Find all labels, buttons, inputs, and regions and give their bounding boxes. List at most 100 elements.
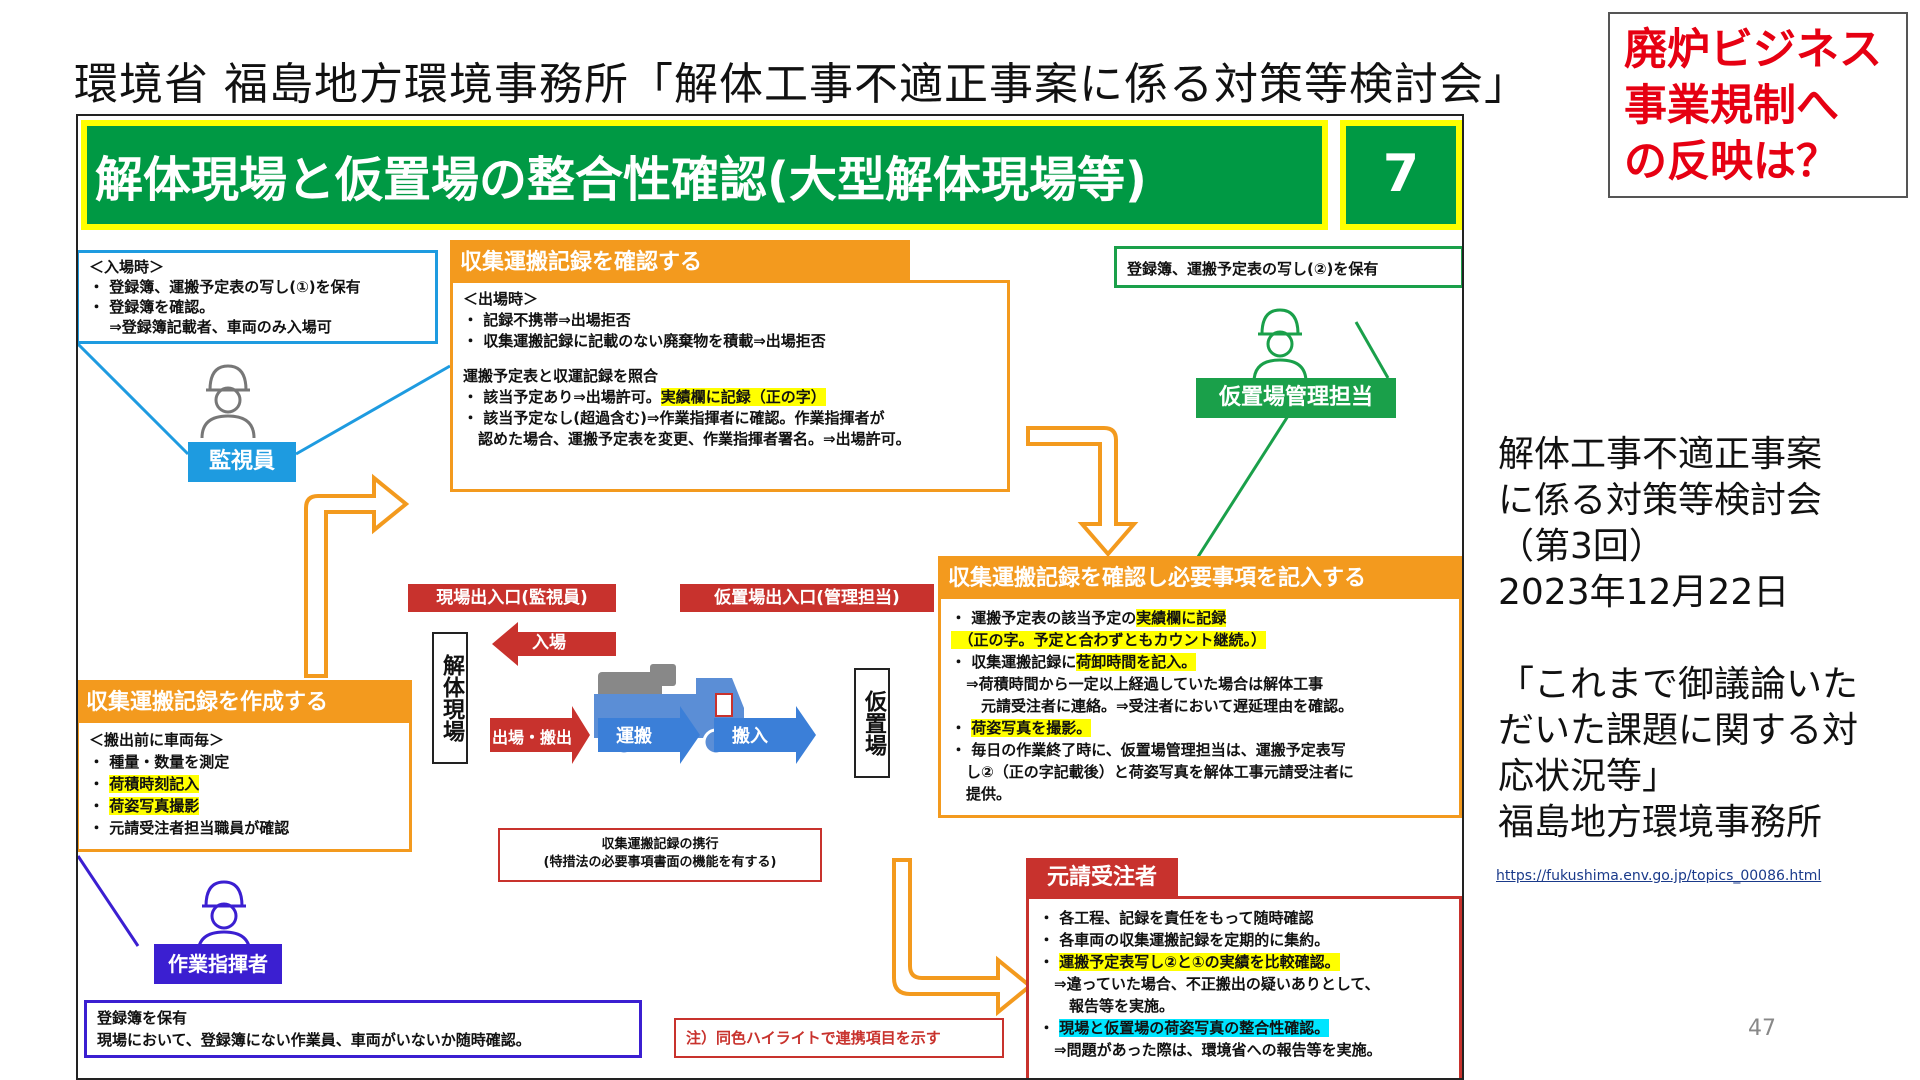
record-input-highlight: （正の字。予定と合わずともカウント継続。） (951, 631, 1267, 649)
flow-connectors (78, 321, 1390, 1017)
collect-confirm-heading: 収集運搬記録を確認する (450, 240, 910, 280)
carry-note-line: (特措法の必要事項書面の機能を有する) (543, 855, 777, 870)
contractor-text: ・ (1039, 1019, 1060, 1037)
collect-confirm-highlight: 実績欄に記録（正の字） (660, 388, 826, 406)
collect-confirm-box: ＜出場時＞ ・ 記録不携帯⇒出場拒否 ・ 収集運搬記録に記載のない廃棄物を積載⇒… (450, 280, 1010, 492)
collect-confirm-line: ・ 該当予定なし(超過含む)⇒作業指揮者に確認。作業指揮者が (463, 409, 885, 427)
gate-temp-label: 仮置場出入口(管理担当) (680, 584, 934, 612)
collect-create-line: ・ 荷姿写真撮影 (89, 795, 399, 817)
temp-site-copy-box: 登録簿、運搬予定表の写し(②)を保有 (1114, 246, 1462, 288)
arrow-transport-label: 運搬 (616, 726, 652, 747)
callout-line: 廃炉ビジネス (1624, 25, 1882, 75)
slide-title: 解体現場と仮置場の整合性確認(大型解体現場等) (81, 120, 1328, 230)
collect-confirm-line: ・ 記録不携帯⇒出場拒否 (463, 311, 631, 329)
notes-line: 福島地方環境事務所 (1498, 802, 1823, 843)
temp-manager-label: 仮置場管理担当 (1196, 378, 1396, 418)
page-number: 47 (1748, 1016, 1776, 1041)
contractor-line: ・ 各車両の収集運搬記録を定期的に集約。 (1039, 931, 1330, 949)
contractor-line: ・ 運搬予定表写し②と①の実績を比較確認。 (1039, 951, 1449, 973)
contractor-line: ・ 現場と仮置場の荷姿写真の整合性確認。 (1039, 1017, 1449, 1039)
meeting-notes: 解体工事不適正事案 に係る対策等検討会 （第3回） 2023年12月22日 「こ… (1498, 432, 1908, 846)
contractor-text: ・ (1039, 953, 1060, 971)
contractor-box: ・ 各工程、記録を責任をもって随時確認 ・ 各車両の収集運搬記録を定期的に集約。… (1026, 896, 1462, 1078)
footnote-box: 注）同色ハイライトで連携項目を示す (674, 1018, 1004, 1058)
slide-number: 7 (1340, 120, 1462, 230)
notes-line: だいた課題に関する対 (1498, 710, 1859, 751)
collect-confirm-line: ・ 収集運搬記録に記載のない廃棄物を積載⇒出場拒否 (463, 332, 826, 350)
record-input-line: し②（正の字記載後）と荷姿写真を解体工事元請受注者に (951, 763, 1354, 781)
collect-create-highlight: 荷積時刻記入 (109, 775, 200, 793)
notes-line: 応状況等」 (1498, 756, 1679, 797)
contractor-heading: 元請受注者 (1026, 858, 1178, 898)
contractor-highlight: 運搬予定表写し②と①の実績を比較確認。 (1059, 953, 1340, 971)
callout-line: 事業規制へ (1624, 81, 1839, 131)
arrow-bring-in-label: 搬入 (732, 726, 768, 747)
entry-rule-line: ＜入場時＞ (89, 258, 165, 276)
collect-create-heading: 収集運搬記録を作成する (78, 680, 412, 720)
collect-confirm-text: ・ 該当予定あり⇒出場許可。 (463, 388, 661, 406)
record-input-line: ・ 荷姿写真を撮影。 (951, 717, 1449, 739)
record-input-line: ・ 毎日の作業終了時に、仮置場管理担当は、運搬予定表写 (951, 741, 1346, 759)
entry-arrow (492, 622, 616, 666)
notes-line: に係る対策等検討会 (1498, 480, 1823, 521)
record-input-text: ・ 収集運搬記録に (951, 653, 1077, 671)
temp-site-label: 仮置場 (854, 668, 890, 778)
collect-confirm-line: 運搬予定表と収運記録を照合 (463, 367, 659, 385)
supervisor-label: 作業指揮者 (154, 944, 282, 984)
gate-site-label: 現場出入口(監視員) (408, 584, 616, 612)
collect-create-line: ・ 元請受注者担当職員が確認 (89, 819, 290, 837)
entry-rule-line: ⇒登録簿記載者、車両のみ入場可 (89, 318, 332, 336)
flow-arrows (490, 706, 816, 764)
record-input-line: ・ 収集運搬記録に荷卸時間を記入。 (951, 651, 1449, 673)
callout-box: 廃炉ビジネス 事業規制へ の反映は？ (1608, 12, 1908, 198)
source-link[interactable]: https://fukushima.env.go.jp/topics_00086… (1496, 868, 1822, 884)
contractor-line: ・ 各工程、記録を責任をもって随時確認 (1039, 909, 1314, 927)
collect-create-text: ・ (89, 797, 110, 815)
contractor-line: 報告等を実施。 (1039, 997, 1175, 1015)
collect-create-line: ・ 種量・数量を測定 (89, 753, 230, 771)
contractor-line: ⇒違っていた場合、不正搬出の疑いありとして、 (1039, 975, 1380, 993)
collect-create-highlight: 荷姿写真撮影 (109, 797, 200, 815)
slide-image: 解体現場と仮置場の整合性確認(大型解体現場等) 7 ＜入場時＞ ・ 登録簿、運搬… (76, 114, 1464, 1080)
demolition-site-label: 解体現場 (432, 632, 468, 764)
entry-rule-line: ・ 登録簿、運搬予定表の写し(①)を保有 (89, 278, 361, 296)
record-input-line: 元請受注者に連絡。⇒受注者において遅延理由を確認。 (951, 697, 1354, 715)
arrow-out-label: 出場・搬出 (492, 728, 573, 747)
collect-confirm-line: ＜出場時＞ (463, 290, 539, 308)
entry-arrow-label: 入場 (532, 633, 566, 653)
carry-note-box: 収集運搬記録の携行 (特措法の必要事項書面の機能を有する) (498, 828, 822, 882)
page-title: 環境省 福島地方環境事務所「解体工事不適正事案に係る対策等検討会」 (74, 59, 1529, 110)
contractor-line: ⇒問題があった際は、環境省への報告等を実施。 (1039, 1041, 1382, 1059)
carry-note-line: 収集運搬記録の携行 (601, 837, 719, 852)
supervisor-box: 登録簿を保有 現場において、登録簿にない作業員、車両がいないか随時確認。 (84, 1000, 642, 1058)
record-input-line: ⇒荷積時間から一定以上経過していた場合は解体工事 (951, 675, 1324, 693)
collect-confirm-line: 認めた場合、運搬予定表を変更、作業指揮者署名。⇒出場許可。 (463, 430, 911, 448)
notes-line: 解体工事不適正事案 (1498, 434, 1823, 475)
collect-confirm-line: ・ 該当予定あり⇒出場許可。実績欄に記録（正の字） (463, 387, 997, 408)
collect-create-line: ＜搬出前に車両毎＞ (89, 731, 225, 749)
notes-gap (1498, 616, 1908, 662)
notes-line: 「これまで御議論いた (1498, 664, 1859, 705)
supervisor-line: 現場において、登録簿にない作業員、車両がいないか随時確認。 (97, 1031, 531, 1049)
record-input-line: ・ 運搬予定表の該当予定の実績欄に記録 (951, 607, 1449, 629)
temp-manager-person-icon (1252, 308, 1308, 383)
notes-line: 2023年12月22日 (1498, 572, 1790, 613)
collect-create-box: ＜搬出前に車両毎＞ ・ 種量・数量を測定 ・ 荷積時刻記入 ・ 荷姿写真撮影 ・… (78, 720, 412, 852)
record-input-line: （正の字。予定と合わずともカウント継続。） (951, 629, 1449, 651)
record-input-highlight: 荷卸時間を記入。 (1076, 653, 1197, 671)
collect-create-text: ・ (89, 775, 110, 793)
record-input-box: ・ 運搬予定表の該当予定の実績欄に記録 （正の字。予定と合わずともカウント継続。… (938, 596, 1462, 818)
record-input-heading: 収集運搬記録を確認し必要事項を記入する (938, 556, 1462, 596)
collect-create-line: ・ 荷積時刻記入 (89, 773, 399, 795)
monitor-person-icon (200, 364, 256, 439)
record-input-text: ・ (951, 719, 972, 737)
supervisor-line: 登録簿を保有 (97, 1009, 188, 1027)
record-input-text: ・ 運搬予定表の該当予定の (951, 609, 1137, 627)
record-input-highlight: 実績欄に記録 (1136, 609, 1227, 627)
entry-rule-line: ・ 登録簿を確認。 (89, 298, 215, 316)
monitor-label: 監視員 (188, 442, 296, 482)
record-input-highlight: 荷姿写真を撮影。 (971, 719, 1092, 737)
contractor-highlight-cyan: 現場と仮置場の荷姿写真の整合性確認。 (1059, 1019, 1330, 1037)
callout-line: の反映は？ (1624, 137, 1839, 187)
supervisor-person-icon (196, 880, 252, 955)
